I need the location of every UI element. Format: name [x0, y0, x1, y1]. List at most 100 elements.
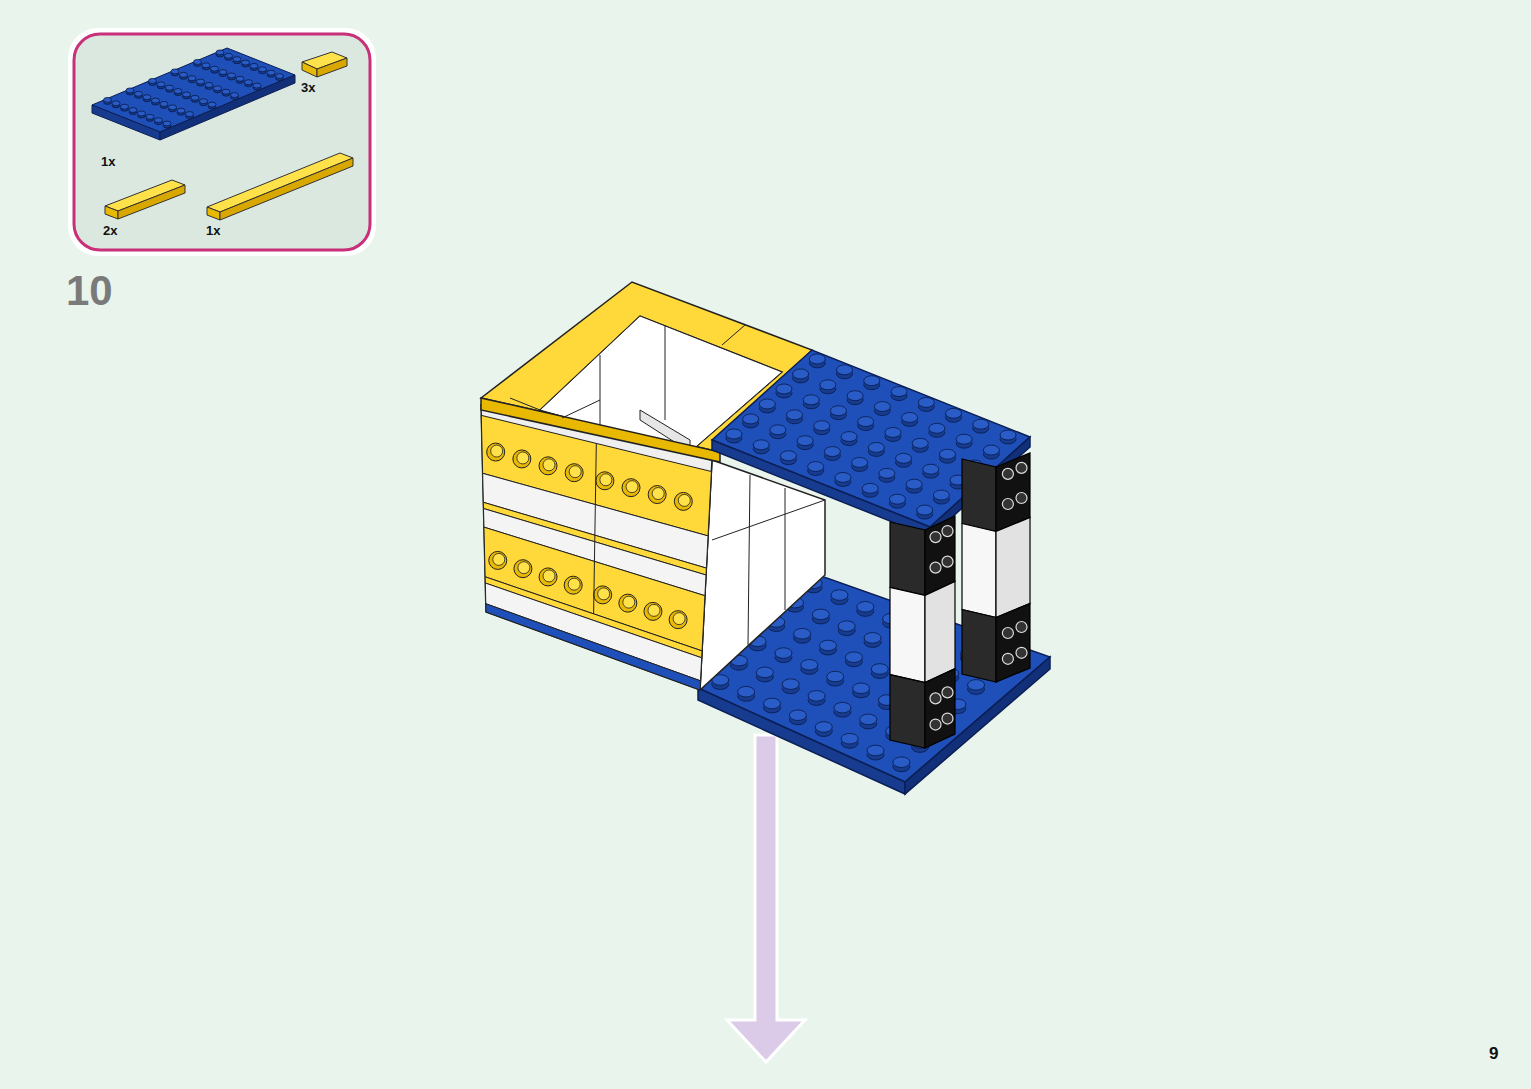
- stud-base: [619, 594, 637, 612]
- side-stud: [674, 492, 692, 510]
- stud-top: [782, 679, 799, 690]
- pillar-face: [962, 610, 996, 683]
- side-stud: [489, 551, 507, 569]
- pillars: [890, 453, 1030, 748]
- stud-top: [517, 452, 529, 464]
- side-stud: [669, 611, 687, 629]
- stud-top: [208, 102, 216, 107]
- callout-shadow: [68, 28, 376, 256]
- stud: [250, 63, 258, 70]
- stud: [824, 447, 840, 461]
- stud-top: [871, 664, 888, 675]
- stud-top: [169, 105, 177, 110]
- stud: [1000, 430, 1016, 444]
- stud-top: [491, 445, 503, 457]
- stud-top: [211, 66, 219, 71]
- brick-seam: [712, 500, 825, 540]
- side-stud: [1002, 499, 1013, 510]
- part-count: 1x: [101, 155, 115, 168]
- stud: [834, 702, 851, 717]
- stud-top: [776, 384, 792, 394]
- stud: [917, 505, 933, 519]
- side-stud: [930, 693, 941, 704]
- stud-top: [174, 89, 182, 94]
- stud-top: [152, 98, 160, 103]
- stud-top: [820, 640, 837, 651]
- stud-top: [862, 483, 878, 493]
- stud: [939, 449, 955, 463]
- brick-bands: [481, 415, 711, 690]
- stud: [236, 76, 244, 83]
- stud-top: [770, 425, 786, 435]
- stud-top: [797, 436, 813, 446]
- stud-top: [812, 609, 829, 620]
- stud: [906, 479, 922, 493]
- stud-top: [543, 459, 555, 471]
- stud-top: [835, 472, 851, 482]
- stud-top: [879, 468, 895, 478]
- stud: [864, 633, 881, 648]
- stud: [929, 423, 945, 437]
- stud-top: [166, 85, 174, 90]
- stud-top: [276, 74, 284, 79]
- stud: [837, 365, 853, 379]
- stud-base: [644, 602, 662, 620]
- side-stud: [564, 576, 582, 594]
- brick-seam: [785, 488, 786, 610]
- stud: [726, 429, 742, 443]
- stud: [112, 101, 120, 108]
- side-stud: [565, 464, 583, 482]
- stud: [208, 102, 216, 109]
- stud: [782, 679, 799, 694]
- stud: [831, 590, 848, 605]
- stud-top: [756, 667, 773, 678]
- stud: [121, 104, 129, 111]
- stud-top: [906, 479, 922, 489]
- stud-top: [216, 50, 224, 55]
- stud: [983, 445, 999, 459]
- stud-top: [841, 432, 857, 442]
- part-count: 2x: [103, 224, 117, 237]
- yellow-tile: [302, 62, 317, 77]
- stud: [780, 451, 796, 465]
- stud: [126, 88, 134, 95]
- stud: [166, 85, 174, 92]
- stud-top: [678, 494, 690, 506]
- side-stud: [942, 713, 953, 724]
- stud-top: [874, 402, 890, 412]
- stud-top: [847, 391, 863, 401]
- stud-top: [569, 466, 581, 478]
- stud-top: [186, 112, 194, 117]
- pillar-face: [996, 604, 1030, 683]
- stud-top: [149, 78, 157, 83]
- stud-top: [956, 434, 972, 444]
- stud: [104, 97, 112, 104]
- stud: [885, 427, 901, 441]
- stud-top: [912, 438, 928, 448]
- stud: [177, 108, 185, 115]
- stud-top: [753, 440, 769, 450]
- stud: [171, 69, 179, 76]
- stud-top: [138, 111, 146, 116]
- stud-top: [228, 73, 236, 78]
- stud-top: [808, 691, 825, 702]
- stud: [259, 67, 267, 74]
- stud-top: [830, 406, 846, 416]
- stud-top: [968, 680, 985, 691]
- stud: [973, 419, 989, 433]
- stud-top: [803, 395, 819, 405]
- stud: [214, 86, 222, 93]
- stud: [276, 74, 284, 81]
- stud-top: [191, 95, 199, 100]
- stud: [946, 408, 962, 422]
- stud-top: [808, 462, 824, 472]
- stud: [169, 105, 177, 112]
- side-stud: [539, 457, 557, 475]
- side-stud: [1002, 628, 1013, 639]
- stud: [775, 648, 792, 663]
- stud-top: [205, 82, 213, 87]
- stud-top: [820, 380, 836, 390]
- stud-top: [253, 83, 261, 88]
